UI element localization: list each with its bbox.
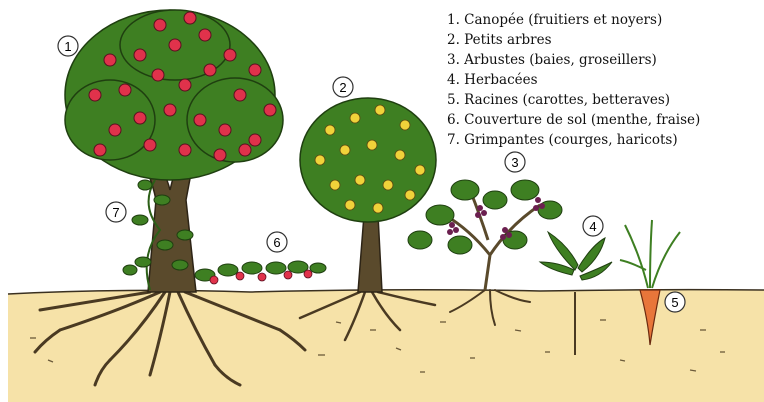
legend-item: 2. Petits arbres <box>447 30 700 50</box>
legend-item: 5. Racines (carottes, betteraves) <box>447 90 700 110</box>
ground-cover <box>195 261 326 284</box>
marker-2: 2 <box>333 77 353 97</box>
legend-item: 6. Couverture de sol (menthe, fraise) <box>447 110 700 130</box>
svg-text:2: 2 <box>339 80 346 95</box>
legend-item: 4. Herbacées <box>447 70 700 90</box>
legend-item: 7. Grimpantes (courges, haricots) <box>447 130 700 150</box>
marker-7: 7 <box>106 202 126 222</box>
marker-5: 5 <box>665 292 685 312</box>
marker-3: 3 <box>505 152 525 172</box>
svg-text:4: 4 <box>589 219 596 234</box>
marker-6: 6 <box>267 232 287 252</box>
marker-4: 4 <box>583 216 603 236</box>
svg-text:7: 7 <box>112 205 119 220</box>
legend-item: 3. Arbustes (baies, groseillers) <box>447 50 700 70</box>
legend-item: 1. Canopée (fruitiers et noyers) <box>447 10 700 30</box>
svg-text:6: 6 <box>273 235 280 250</box>
legend: 1. Canopée (fruitiers et noyers) 2. Peti… <box>447 10 700 150</box>
svg-text:1: 1 <box>64 39 71 54</box>
svg-text:5: 5 <box>671 295 678 310</box>
marker-1: 1 <box>58 36 78 56</box>
svg-text:3: 3 <box>511 155 518 170</box>
